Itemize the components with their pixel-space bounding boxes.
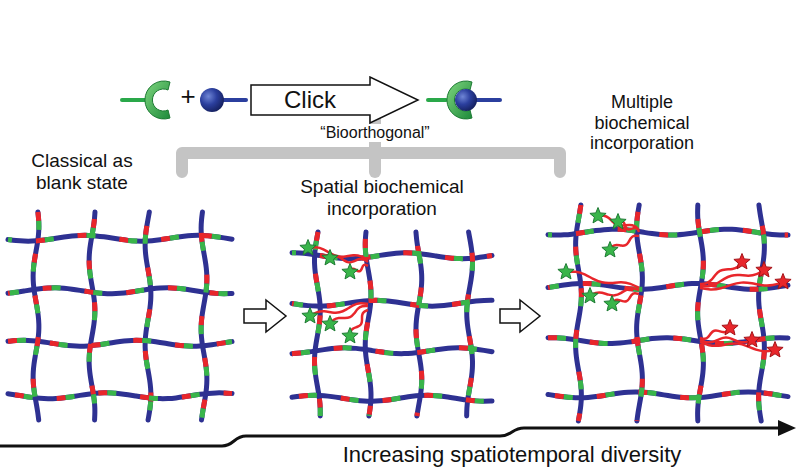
biochemical-cue bbox=[590, 208, 606, 223]
plus-sign: + bbox=[180, 82, 195, 112]
arrow-shape bbox=[251, 77, 418, 123]
polymer-strand bbox=[8, 393, 232, 399]
linker bbox=[700, 282, 783, 289]
crosslink-segment bbox=[314, 232, 320, 416]
polymer-strand bbox=[698, 205, 704, 421]
biochemical-cue bbox=[300, 240, 316, 255]
linker bbox=[350, 310, 368, 336]
bracket bbox=[182, 118, 560, 172]
click-arrow: Click bbox=[250, 76, 420, 124]
crosslink-segment bbox=[292, 300, 492, 306]
cup-reactant bbox=[122, 81, 170, 119]
polymer-strand bbox=[292, 300, 492, 306]
linker bbox=[310, 303, 368, 316]
biochemical-cue bbox=[342, 264, 358, 279]
polymer-strand bbox=[8, 340, 232, 346]
crosslink-segment bbox=[292, 348, 492, 354]
axis-label: Increasing spatiotemporal diversity bbox=[343, 442, 682, 467]
biochemical-cue bbox=[558, 264, 574, 279]
biochemical-cue bbox=[756, 262, 772, 277]
crosslink-segment bbox=[201, 212, 207, 420]
polymer-network bbox=[8, 212, 232, 420]
crosslink-segment bbox=[8, 340, 232, 346]
crosslink-segment bbox=[759, 205, 765, 421]
crosslink-segment bbox=[292, 395, 492, 401]
polymer-strand bbox=[548, 392, 788, 398]
crosslink-segment bbox=[145, 212, 151, 420]
crosslink-segment bbox=[8, 340, 232, 346]
crosslink-segment bbox=[576, 205, 582, 421]
polymer-strand bbox=[548, 229, 788, 235]
panel-label: Spatial biochemical incorporation bbox=[287, 176, 477, 220]
crosslink-segment bbox=[8, 235, 232, 241]
polymer-strand bbox=[637, 205, 643, 421]
biochemical-cue bbox=[342, 328, 358, 343]
crosslink-segment bbox=[548, 229, 788, 235]
crosslink-segment bbox=[8, 235, 232, 241]
crosslink-segment bbox=[145, 212, 151, 420]
linker bbox=[700, 342, 775, 351]
panel-label: Classical as blank state bbox=[17, 150, 147, 194]
step-arrow bbox=[244, 300, 540, 332]
crosslink-segment bbox=[292, 300, 492, 306]
biochemical-cue bbox=[582, 288, 598, 303]
linker bbox=[700, 338, 752, 343]
biochemical-cue bbox=[722, 320, 738, 335]
crosslink-segment bbox=[89, 212, 95, 420]
crosslink-segment bbox=[292, 348, 492, 354]
polymer-strand bbox=[201, 212, 207, 420]
ball-reactant bbox=[200, 88, 246, 112]
reaction-type: “Bioorthogonal” bbox=[316, 124, 433, 142]
crosslink-segment bbox=[698, 205, 704, 421]
polymer-strand bbox=[292, 348, 492, 354]
biochemical-cue bbox=[767, 342, 783, 357]
polymer-network bbox=[548, 205, 788, 421]
crosslink-segment bbox=[416, 232, 422, 416]
biochemical-cue bbox=[744, 332, 760, 347]
crosslink-segment bbox=[698, 205, 704, 421]
crosslink-segment bbox=[89, 212, 95, 420]
biochemical-cue bbox=[322, 316, 338, 331]
polymer-network bbox=[292, 232, 492, 416]
click-product bbox=[428, 81, 500, 119]
crosslink-segment bbox=[548, 392, 788, 398]
crosslink-segment bbox=[548, 229, 788, 235]
crosslink-segment bbox=[8, 288, 232, 294]
crosslink-segment bbox=[8, 393, 232, 399]
biochemical-cue bbox=[604, 296, 620, 311]
crosslink-segment bbox=[416, 232, 422, 416]
polymer-strand bbox=[8, 235, 232, 241]
crosslink-segment bbox=[637, 205, 643, 421]
crosslink-segment bbox=[759, 205, 765, 421]
polymer-strand bbox=[314, 232, 320, 416]
biochemical-cue bbox=[610, 214, 626, 229]
biochemical-cue bbox=[602, 242, 618, 257]
crosslink-segment bbox=[637, 205, 643, 421]
panel-label: Multiple biochemical incorporation bbox=[572, 92, 712, 154]
arrow-label: Click bbox=[250, 76, 370, 124]
polymer-strand bbox=[8, 288, 232, 294]
linker bbox=[566, 272, 639, 288]
polymer-strand bbox=[89, 212, 95, 420]
biochemical-cue bbox=[775, 274, 791, 289]
crosslink-segment bbox=[314, 232, 320, 416]
crosslink-segment bbox=[292, 395, 492, 401]
crosslink-segment bbox=[548, 392, 788, 398]
crosslink-segment bbox=[8, 393, 232, 399]
polymer-strand bbox=[416, 232, 422, 416]
crosslink-segment bbox=[576, 205, 582, 421]
biochemical-cue bbox=[734, 254, 750, 269]
polymer-strand bbox=[576, 205, 582, 421]
biochemical-cue bbox=[322, 250, 338, 265]
crosslink-segment bbox=[467, 232, 473, 416]
polymer-strand bbox=[759, 205, 765, 421]
biochemical-cue bbox=[302, 308, 318, 323]
crosslink-segment bbox=[8, 288, 232, 294]
crosslink-segment bbox=[201, 212, 207, 420]
crosslink-segment bbox=[467, 232, 473, 416]
crosslink-segment bbox=[33, 212, 39, 420]
